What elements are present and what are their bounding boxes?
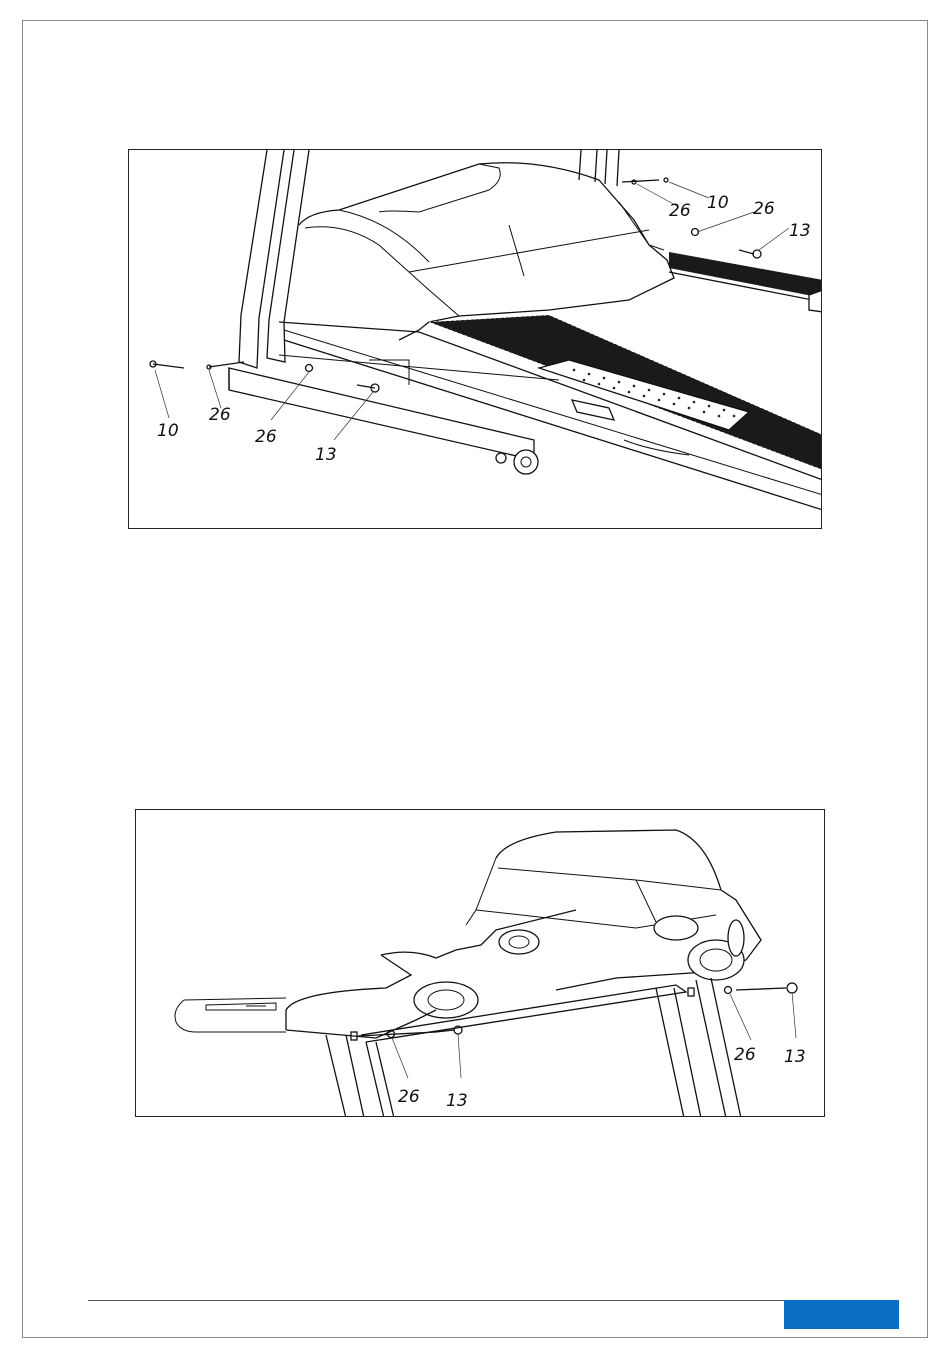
callout-left-washer-a: 26 [209, 405, 231, 425]
callout-right-washer-b: 26 [753, 199, 775, 219]
treadmill-console-illustration-2: 26 13 26 13 [136, 810, 825, 1117]
assembly-figure-2: 26 13 26 13 [135, 809, 825, 1117]
fig2-callout-left-screw: 13 [446, 1091, 468, 1111]
fig2-callout-right-screw: 13 [784, 1047, 806, 1067]
callout-right-screw: 13 [789, 221, 811, 241]
callout-left-screw: 13 [315, 445, 337, 465]
callout-left-washer-b: 26 [255, 427, 277, 447]
fig2-callout-right-washer: 26 [734, 1045, 756, 1065]
callout-right-bolt: 10 [707, 193, 729, 213]
callout-left-bolt: 10 [157, 421, 179, 441]
footer-accent-block [784, 1300, 899, 1329]
callout-right-washer-a: 26 [669, 201, 691, 221]
treadmill-frame-illustration-1: 10 26 26 13 10 26 26 13 [129, 150, 822, 529]
footer-rule [88, 1300, 898, 1301]
fig2-callout-left-washer: 26 [398, 1087, 420, 1107]
assembly-figure-1: 10 26 26 13 10 26 26 13 [128, 149, 822, 529]
